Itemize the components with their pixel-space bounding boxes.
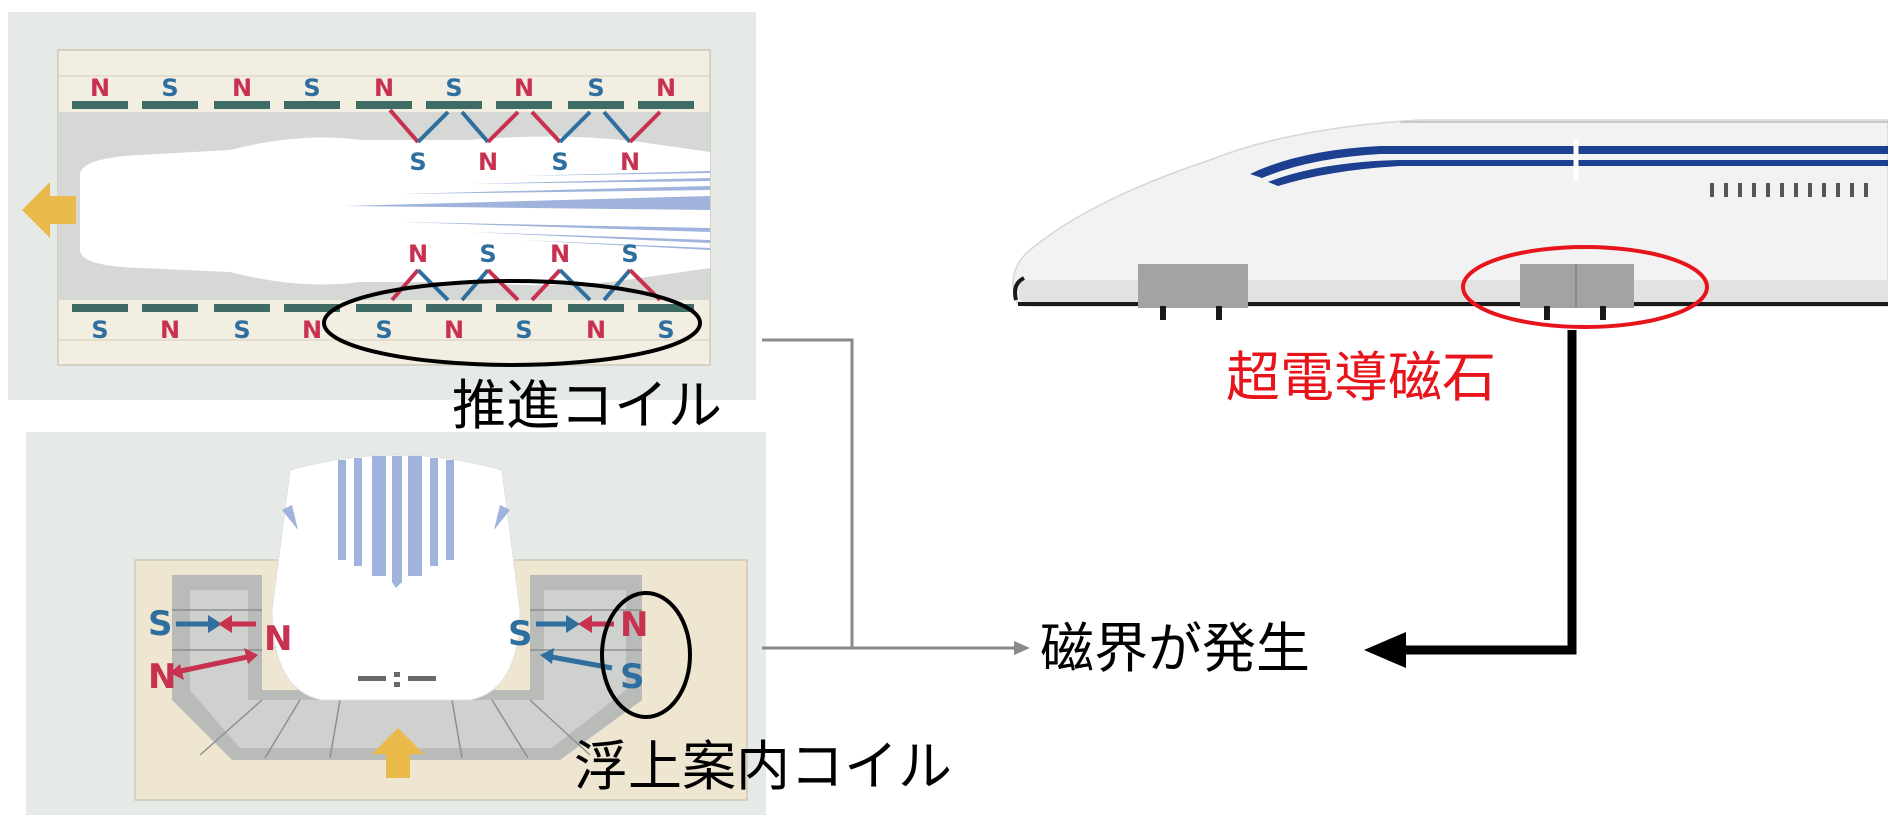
- propulsion-coil-highlight: [322, 279, 702, 367]
- pole-label: N: [408, 240, 428, 268]
- train-bogie: [1138, 264, 1248, 308]
- upper-car-poles: S N S N: [409, 148, 640, 176]
- pole-label: S: [587, 74, 604, 102]
- pole-label: S: [409, 148, 426, 176]
- train-windows: [1710, 183, 1868, 197]
- levitation-coil-highlight: [600, 591, 692, 719]
- magnet-highlight: [1461, 245, 1709, 329]
- levitation-arrow-icon: [372, 728, 424, 778]
- magnetic-field-label: 磁界が発生: [1040, 617, 1310, 680]
- maglev-train: [1012, 119, 1888, 329]
- pole-label: S: [445, 74, 462, 102]
- pole-label: S: [233, 316, 250, 344]
- bottom-rail-poles: S N S N S N S N S: [91, 316, 674, 344]
- pole-label: S: [657, 316, 674, 344]
- train-wheels: [1160, 306, 1606, 320]
- pole-label: S: [161, 74, 178, 102]
- pole-label: N: [264, 619, 292, 659]
- pole-label: N: [620, 605, 648, 645]
- direction-arrow-icon: [22, 182, 76, 238]
- pole-label: N: [656, 74, 676, 102]
- levitation-coil-label: 浮上案内コイル: [574, 735, 952, 798]
- pole-label: S: [620, 657, 645, 697]
- pole-label: N: [90, 74, 110, 102]
- pole-label: S: [551, 148, 568, 176]
- superconducting-magnet-label: 超電導磁石: [1226, 346, 1496, 409]
- magnet-to-field-arrow: [1364, 330, 1577, 668]
- bottom-rail: [72, 304, 694, 312]
- right-levitation-poles: S N S: [508, 605, 648, 697]
- left-levitation-arrows: [170, 615, 258, 680]
- lower-car-poles: N S N S: [408, 240, 639, 268]
- pole-label: S: [508, 614, 533, 654]
- pole-label: S: [303, 74, 320, 102]
- upper-force-arrows: [388, 108, 662, 144]
- top-rail-poles: N S N S N S N S N: [90, 74, 676, 102]
- pole-label: N: [514, 74, 534, 102]
- car-front-marks: [358, 672, 436, 687]
- left-levitation-poles: S N N: [148, 604, 292, 697]
- connector-arrowhead-icon: [1014, 641, 1030, 655]
- pole-label: N: [620, 148, 640, 176]
- pole-label: N: [148, 657, 176, 697]
- pole-label: S: [91, 316, 108, 344]
- pole-label: S: [621, 240, 638, 268]
- pole-label: S: [515, 316, 532, 344]
- car-front-stripes: [282, 456, 510, 588]
- pole-label: N: [550, 240, 570, 268]
- car-nose-stripes: [345, 171, 710, 250]
- pole-label: N: [302, 316, 322, 344]
- top-rail: [72, 101, 694, 109]
- levitation-panel: S N N S N S: [26, 432, 766, 815]
- arrowhead-icon: [1364, 632, 1406, 668]
- train-stripe: [1250, 146, 1888, 178]
- connector-lines: [762, 338, 1016, 650]
- pole-label: N: [586, 316, 606, 344]
- pole-label: N: [374, 74, 394, 102]
- propulsion-panel: N S N S N S N S N S N S N S N S N S S N …: [8, 12, 756, 400]
- guideway-lines: [172, 609, 642, 759]
- pole-label: S: [375, 316, 392, 344]
- pole-label: N: [160, 316, 180, 344]
- pole-label: N: [232, 74, 252, 102]
- pole-label: S: [148, 604, 173, 644]
- pole-label: N: [478, 148, 498, 176]
- pole-label: S: [479, 240, 496, 268]
- car-body-top-view: [80, 136, 710, 286]
- propulsion-coil-label: 推進コイル: [452, 374, 722, 437]
- pole-label: N: [444, 316, 464, 344]
